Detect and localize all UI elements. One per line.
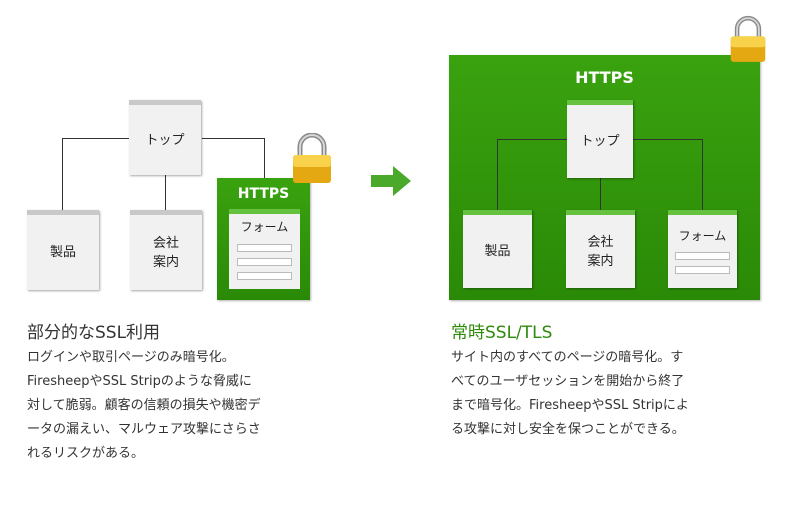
partial-ssl-title: 部分的なSSL利用 (27, 323, 161, 343)
connector (497, 139, 569, 140)
partial-ssl-description: ログインや取引ページのみ暗号化。 FiresheepやSSL Stripのような… (27, 346, 347, 466)
connector (497, 139, 498, 210)
form-field (675, 252, 730, 260)
form-field (237, 272, 292, 280)
form-field (237, 244, 292, 252)
form-page-card: フォーム (229, 209, 300, 289)
connector (165, 175, 166, 210)
description-line: 対して脆弱。顧客の信頼の損失や機密デ (27, 398, 261, 413)
description-line: サイト内のすべてのページの暗号化。す (451, 350, 684, 365)
description-line: FiresheepやSSL Stripのような脅威に (27, 374, 252, 389)
page-label: フォーム (678, 229, 727, 243)
https-zone: HTTPS フォーム (217, 178, 310, 300)
top-page-card: トップ (567, 100, 633, 178)
description-line: ログインや取引ページのみ暗号化。 (27, 350, 235, 365)
page-label: フォーム (240, 220, 289, 234)
form-field (237, 258, 292, 266)
product-page-card: 製品 (27, 210, 99, 290)
connector (62, 138, 190, 139)
connector (600, 178, 601, 210)
connector (702, 139, 703, 210)
connector (264, 138, 265, 178)
company-page-card: 会社案内 (566, 210, 635, 288)
connector (633, 139, 703, 140)
product-page-card: 製品 (463, 210, 532, 288)
description-line: べてのユーザセッションを開始から終了 (451, 374, 685, 389)
description-line: ータの漏えい、マルウェア攻撃にさらさ (27, 422, 261, 437)
page-label: トップ (145, 132, 185, 148)
padlock-icon (730, 15, 766, 62)
description-line: る攻撃に対し安全を保つことができる。 (451, 422, 685, 437)
page-label: トップ (580, 134, 620, 149)
description-line: まで暗号化。FiresheepやSSL Stripによ (451, 398, 689, 413)
page-label: 製品 (49, 245, 76, 260)
connector (202, 138, 264, 139)
padlock-icon (293, 133, 331, 183)
description-line: れるリスクがある。 (27, 446, 145, 461)
top-page-card: トップ (129, 100, 201, 175)
always-on-ssl-description: サイト内のすべてのページの暗号化。す べてのユーザセッションを開始から終了 まで… (451, 346, 781, 442)
form-field (675, 266, 730, 274)
page-label: 会社案内 (152, 235, 179, 270)
company-page-card: 会社案内 (130, 210, 202, 290)
https-label: HTTPS (575, 68, 634, 87)
page-label: 製品 (484, 244, 511, 259)
form-page-card: フォーム (668, 210, 737, 288)
https-label: HTTPS (237, 186, 290, 202)
page-label: 会社案内 (587, 234, 614, 269)
always-on-ssl-title: 常時SSL/TLS (451, 323, 553, 343)
connector (62, 138, 63, 210)
arrow-right-icon (371, 166, 411, 196)
